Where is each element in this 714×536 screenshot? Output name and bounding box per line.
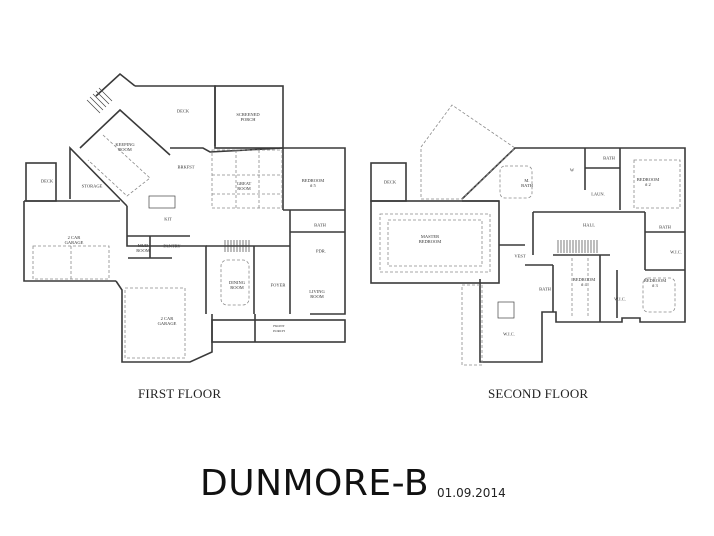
room-label-brkfst: BRKFST [177,164,195,170]
room-label-bedroom-5: BEDROOM # 5 [301,178,325,188]
first-floor-caption: FIRST FLOOR [138,386,222,401]
room-label-mud-room: MUD ROOM [136,243,150,253]
room-label-bath: BATH [314,222,326,228]
first-floor-dashed [32,134,283,359]
room-label-wic-mid: W.I.C. [614,296,626,302]
room-label-deck-side: DECK [40,178,54,184]
first-floor-plan [23,72,346,363]
room-label-living-room: LIVING ROOM [309,289,325,299]
room-label-bedroom-4: BEDROOM # 4 [572,277,596,287]
room-label-bedroom-2: BEDROOM # 2 [636,177,660,187]
room-label-bath-right: BATH [659,224,671,230]
room-label-wc: W [569,167,575,173]
room-label-pantry: PANTRY [163,243,181,249]
room-label-2-car-garage-b: 2 CAR GARAGE [157,316,177,326]
room-label-bedroom-3: BEDROOM # 3 [643,278,667,288]
room-label-hall: HALL [583,222,595,228]
room-label-bath-top: BATH [603,155,615,161]
room-label-2-car-garage-a: 2 CAR GARAGE [64,235,84,245]
room-label-kit: KIT [164,216,172,222]
plan-date: 01.09.2014 [437,486,506,500]
plan-title: DUNMORE-B [200,463,430,504]
second-floor-plan [370,147,686,363]
room-label-front-porch: FRONT PORCH [273,324,285,333]
first-floor-stairs [86,87,250,252]
second-floor-dashed [379,104,681,366]
room-label-wic-master: W.I.C. [503,331,515,337]
room-label-deck: DECK [176,108,190,114]
room-label-laun: LAUN. [591,191,605,197]
room-label-storage: STORAGE [81,183,103,189]
room-label-pdr: PDR. [316,248,326,254]
room-label-great-room: GREAT ROOM [236,181,252,191]
room-label-keeping-room: KEEPING ROOM [115,142,135,152]
second-floor-caption: SECOND FLOOR [488,386,589,401]
room-label-master-bedroom: MASTER BEDROOM [418,234,442,244]
room-label-bath-mid: BATH [539,286,551,292]
room-label-dining-room: DINING ROOM [229,280,245,290]
second-floor-stairs [497,240,598,319]
room-label-vest: VEST [514,253,526,259]
room-label-deck: DECK [383,179,397,185]
room-label-foyer: FOYER [270,282,286,288]
room-label-wic-right: W.I.C. [670,249,682,255]
room-label-m-bath: M. BATH [521,178,533,188]
room-label-screened-porch: SCREENED PORCH [236,112,260,122]
